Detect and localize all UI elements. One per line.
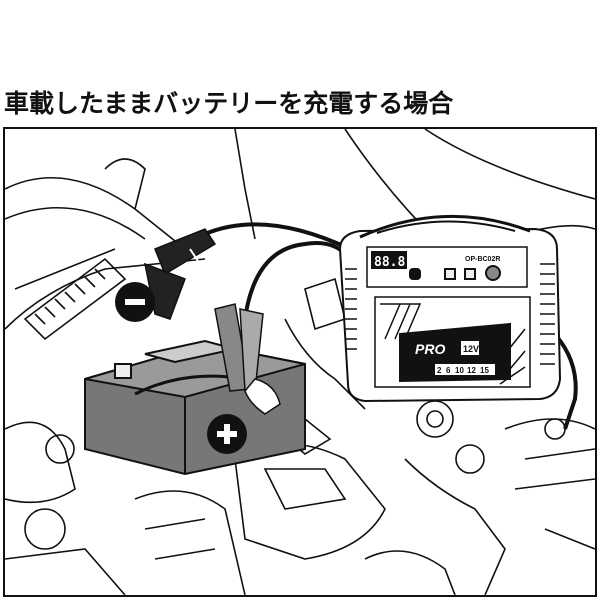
voltage-label: 12V bbox=[463, 344, 479, 354]
page-title: 車載したままバッテリーを充電する場合 bbox=[4, 89, 454, 118]
lcd-display bbox=[371, 251, 407, 269]
capacity-label: 10 bbox=[455, 366, 464, 375]
battery-charger bbox=[338, 214, 562, 403]
capacity-label: 12 bbox=[467, 366, 476, 375]
charger-handle bbox=[359, 214, 531, 239]
model-number: OP-BC02R bbox=[465, 256, 500, 263]
negative-badge bbox=[115, 282, 155, 322]
negative-terminal bbox=[114, 363, 132, 379]
capacity-labels: 2 6 10 12 15 bbox=[435, 364, 495, 375]
positive-clamp bbox=[214, 303, 281, 415]
illustration-frame: 88.8 OP-BC02R PRO 12V 2 6 10 12 15 bbox=[3, 127, 597, 597]
capacity-label: 15 bbox=[480, 366, 489, 375]
grille bbox=[23, 257, 127, 341]
charging-illustration: 88.8 OP-BC02R PRO 12V 2 6 10 12 15 bbox=[5, 129, 595, 595]
lcd-readout: 88.8 bbox=[374, 255, 405, 270]
capacity-label: 2 bbox=[437, 366, 442, 375]
negative-clamp bbox=[143, 228, 217, 320]
brand-logo: PRO bbox=[415, 341, 445, 357]
positive-badge bbox=[207, 414, 247, 454]
capacity-label: 6 bbox=[446, 366, 451, 375]
